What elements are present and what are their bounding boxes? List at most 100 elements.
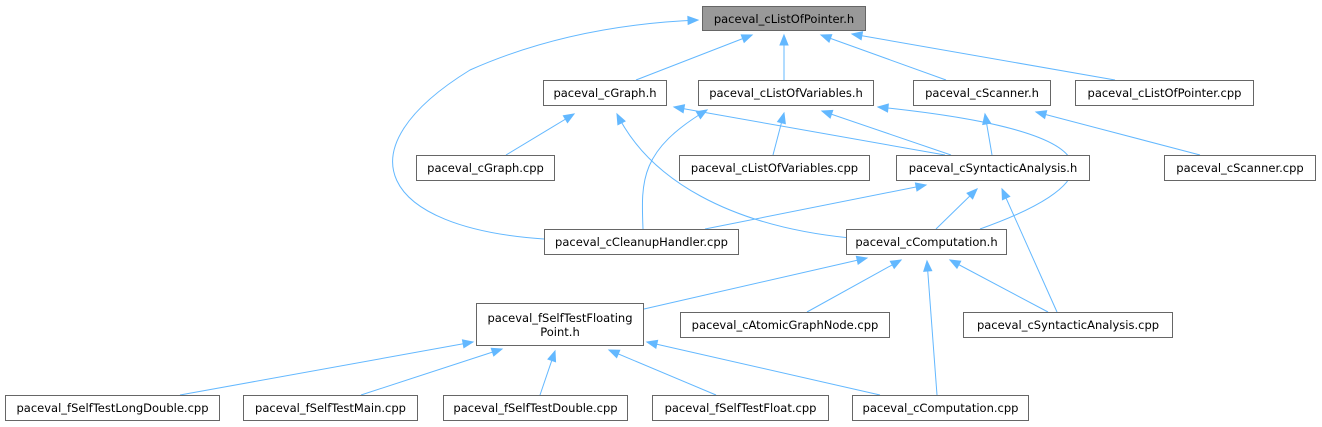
edge-n13-to-n10 (948, 259, 1049, 313)
arrowhead (982, 112, 992, 126)
node-label: paceval_cGraph.h (553, 86, 657, 100)
focus-node: paceval_cListOfPointer.h (702, 6, 866, 31)
node-label: paceval_cSyntacticAnalysis.cpp (976, 318, 1160, 332)
node-label: paceval_cListOfVariables.h (709, 86, 863, 100)
file-node[interactable]: paceval_cSyntacticAnalysis.h (896, 155, 1090, 181)
edge-line (179, 341, 474, 396)
edge-line (616, 113, 851, 239)
arrowhead (820, 109, 834, 119)
edge-line (641, 109, 708, 230)
file-node[interactable]: paceval_cListOfVariables.cpp (679, 155, 870, 181)
arrowhead (876, 103, 889, 113)
file-node[interactable]: paceval_cListOfVariables.h (698, 80, 874, 106)
file-node[interactable]: paceval_cAtomicGraphNode.cpp (680, 312, 890, 338)
arrowhead (1034, 110, 1048, 120)
node-label: paceval_cListOfPointer.h (713, 11, 855, 26)
file-node[interactable]: paceval_cCleanupHandler.cpp (544, 229, 739, 255)
edge-n18-to-n10 (923, 259, 938, 396)
edge-line (643, 257, 868, 310)
edge-n4-to-n0 (850, 31, 1116, 81)
edge-n1-to-n0 (635, 34, 754, 81)
arrowhead (672, 104, 686, 114)
edge-n7-to-n3 (982, 112, 993, 156)
arrowhead (645, 339, 659, 349)
arrowhead (547, 349, 557, 363)
arrowhead (607, 349, 621, 359)
arrowhead (779, 33, 789, 46)
arrowhead (1001, 187, 1011, 201)
arrowhead (740, 34, 754, 44)
node-label: paceval_cComputation.cpp (862, 401, 1019, 415)
edge-line (646, 341, 881, 396)
edge-line (806, 259, 902, 313)
file-node[interactable]: paceval_cGraph.cpp (416, 155, 555, 181)
arrowhead (914, 182, 928, 192)
file-node[interactable]: paceval_fSelfTestMain.cpp (243, 395, 418, 421)
edge-n10-to-n7 (935, 188, 978, 230)
edge-n9-to-n7 (704, 182, 928, 230)
edge-line (821, 110, 952, 156)
file-node[interactable]: paceval_cGraph.h (543, 80, 667, 106)
node-label: paceval_fSelfTestDouble.cpp (453, 401, 618, 415)
arrowhead (687, 15, 700, 26)
edge-n12-to-n10 (806, 259, 903, 313)
file-node[interactable]: paceval_cScanner.h (913, 80, 1051, 106)
file-node[interactable]: paceval_fSelfTestFloat.cpp (652, 395, 829, 421)
edge-line (820, 34, 947, 81)
edge-line (635, 34, 753, 81)
edge-line (608, 349, 717, 396)
file-node[interactable]: paceval_cListOfPointer.cpp (1075, 80, 1254, 106)
node-label: paceval_cAtomicGraphNode.cpp (691, 318, 879, 332)
file-node[interactable]: paceval_fSelfTestLongDouble.cpp (5, 395, 220, 421)
edge-n5-to-n1 (505, 113, 576, 156)
edge-n7-to-n1 (672, 104, 946, 156)
edge-n7-to-n2 (820, 109, 952, 156)
node-label: paceval_cGraph.cpp (427, 161, 544, 175)
file-node[interactable]: paceval_cComputation.h (846, 229, 1007, 255)
node-label-line: paceval_fSelfTestFloating (487, 310, 633, 325)
file-node[interactable]: paceval_cComputation.cpp (852, 395, 1029, 421)
edge-n8-to-n3 (1034, 110, 1201, 156)
edge-n18-to-n11 (645, 339, 881, 396)
node-label: paceval_cCleanupHandler.cpp (555, 235, 728, 249)
edge-n6-to-n2 (772, 111, 786, 156)
node-label: paceval_cListOfVariables.cpp (690, 161, 859, 175)
edge-n9-to-n0 (392, 15, 700, 240)
arrowhead (966, 188, 978, 200)
arrowhead (948, 259, 962, 270)
file-node[interactable]: paceval_fSelfTestDouble.cpp (443, 395, 628, 421)
edge-n11-to-n10 (643, 255, 869, 310)
edge-n13-to-n7 (1001, 187, 1058, 313)
edge-line (505, 113, 575, 156)
edge-line (949, 259, 1049, 313)
arrowhead (776, 111, 786, 125)
node-label: paceval_fSelfTestFloat.cpp (664, 401, 817, 415)
arrowhead (461, 339, 475, 349)
node-label: paceval_cScanner.cpp (1176, 161, 1304, 175)
edge-line (360, 348, 503, 396)
edge-line (392, 19, 699, 240)
node-label: paceval_cSyntacticAnalysis.h (908, 161, 1078, 175)
edge-line (926, 260, 938, 396)
edge-n16-to-n11 (539, 349, 557, 396)
node-label-line: Point.h (540, 324, 580, 339)
arrowhead (855, 255, 869, 265)
edge-n17-to-n11 (607, 349, 717, 396)
edge-line (704, 184, 927, 230)
edge-n15-to-n11 (360, 347, 504, 396)
file-node[interactable]: paceval_cScanner.cpp (1164, 155, 1316, 181)
node-label: paceval_cScanner.h (925, 86, 1039, 100)
arrowhead (562, 113, 576, 124)
edge-n9-to-n2 (641, 109, 709, 230)
node-label: paceval_cComputation.h (855, 235, 998, 249)
edge-n14-to-n11 (179, 339, 475, 396)
arrowhead (695, 109, 709, 120)
edge-n3-to-n0 (819, 34, 947, 81)
node-label: paceval_fSelfTestLongDouble.cpp (16, 401, 209, 415)
file-node[interactable]: paceval_cSyntacticAnalysis.cpp (963, 312, 1173, 338)
edge-line (1035, 111, 1201, 156)
arrowhead (490, 347, 504, 357)
edge-line (851, 33, 1116, 81)
